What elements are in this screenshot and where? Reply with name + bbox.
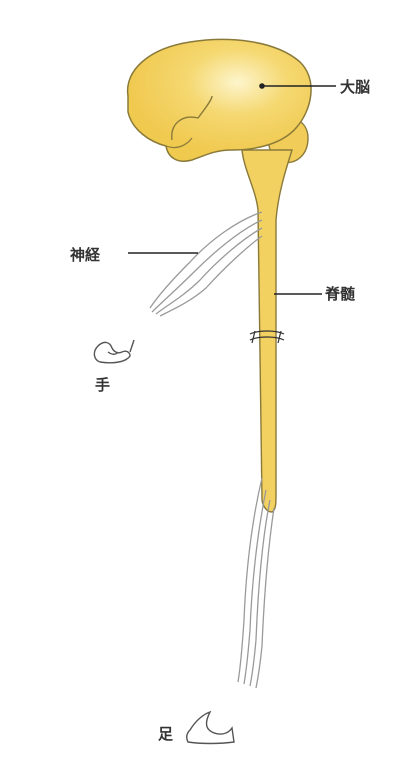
leg-nerve-bundle [238,478,274,688]
label-brain: 大脳 [340,80,370,95]
label-foot: 足 [158,727,173,742]
label-spinal-cord: 脊髄 [325,287,355,302]
label-hand: 手 [95,378,110,393]
arm-nerve-bundle [150,212,262,316]
label-nerve: 神経 [70,248,100,263]
hand-icon [94,340,134,363]
foot-icon [187,712,234,744]
